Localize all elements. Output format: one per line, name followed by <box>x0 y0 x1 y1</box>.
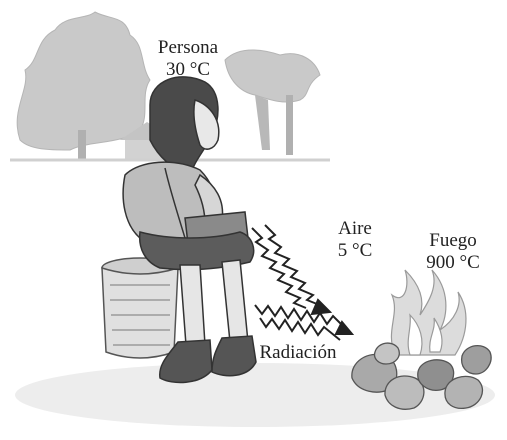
air-label: Aire 5 °C <box>318 218 392 262</box>
person-temperature: 30 °C <box>165 59 211 80</box>
radiation-label: Radiación <box>242 342 354 364</box>
rock-icon <box>373 342 400 365</box>
rock-icon <box>384 375 425 410</box>
air-temperature: 5 °C <box>337 240 373 261</box>
tree-icon <box>224 49 321 155</box>
wave-arrow-icon <box>254 304 355 341</box>
person-label: Persona 30 °C <box>140 37 236 81</box>
rock-icon <box>460 345 492 375</box>
stool-icon <box>101 257 179 359</box>
air-name: Aire <box>338 218 372 239</box>
person-icon <box>122 76 257 384</box>
fire-temperature: 900 °C <box>426 252 480 273</box>
person-name: Persona <box>157 37 219 58</box>
rocks <box>351 342 492 410</box>
background-trees <box>10 11 330 162</box>
radiation-name: Radiación <box>259 342 337 363</box>
rock-icon <box>444 375 483 410</box>
fire-icon <box>390 269 467 356</box>
fire-name: Fuego <box>429 230 477 251</box>
tree-icon <box>16 11 151 160</box>
wave-arrow-icon <box>251 224 333 316</box>
fire-label: Fuego 900 °C <box>405 230 501 274</box>
